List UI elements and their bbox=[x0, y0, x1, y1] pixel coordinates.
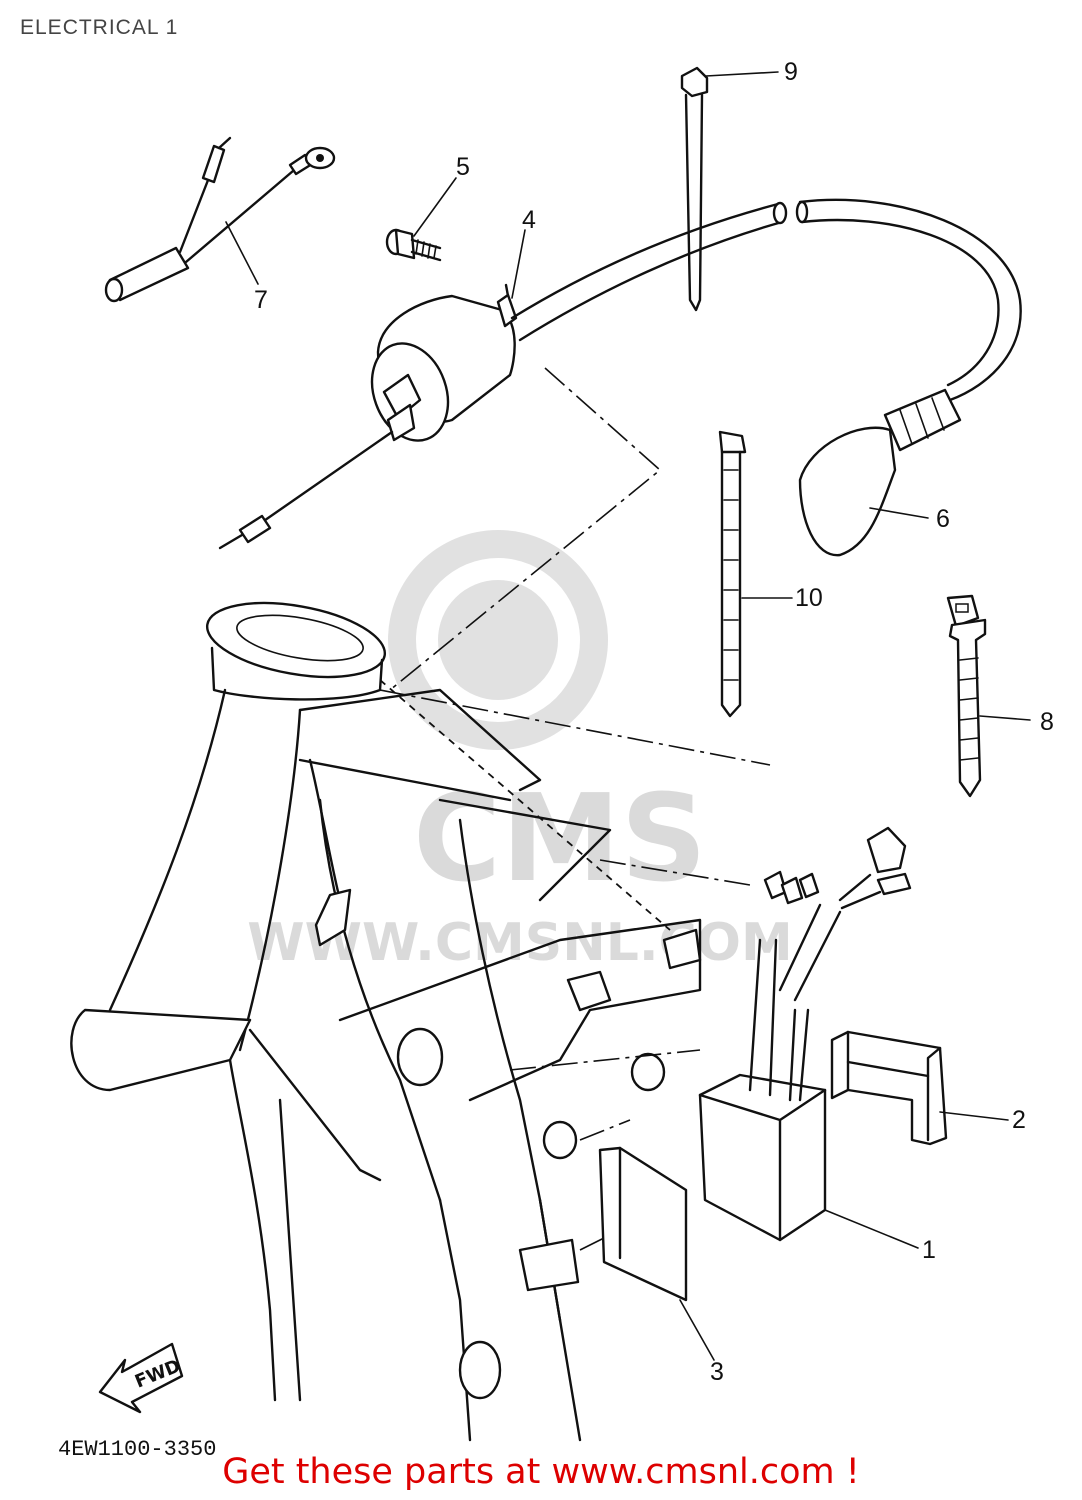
page-title: ELECTRICAL 1 bbox=[20, 16, 179, 39]
part-10-cable-tie bbox=[718, 430, 747, 718]
callout-leaders bbox=[225, 71, 1031, 1361]
cms-watermark: CMS WWW.CMSNL.COM bbox=[247, 530, 793, 973]
callout-10: 10 bbox=[795, 584, 823, 612]
callout-6: 6 bbox=[936, 505, 950, 533]
part-9-cable-tie bbox=[680, 66, 709, 312]
callout-9: 9 bbox=[784, 58, 798, 86]
part-1-cdi-unit bbox=[698, 826, 912, 1242]
callout-2: 2 bbox=[1012, 1106, 1026, 1134]
callout-5: 5 bbox=[456, 153, 470, 181]
fwd-arrow-icon: FWD bbox=[98, 1342, 184, 1414]
frame bbox=[70, 601, 702, 1442]
part-8-strap-band bbox=[946, 594, 987, 798]
assembly-lines bbox=[379, 367, 771, 1251]
part-3-plate bbox=[598, 1146, 688, 1302]
part-4-ignition-coil bbox=[218, 283, 518, 550]
footer-link[interactable]: Get these parts at www.cmsnl.com ! bbox=[222, 1452, 860, 1492]
callout-4: 4 bbox=[522, 206, 536, 234]
part-7-wire-lead bbox=[104, 136, 336, 303]
callout-1: 1 bbox=[922, 1236, 936, 1264]
plug-cable bbox=[510, 198, 1022, 402]
part-2-bracket bbox=[830, 1030, 948, 1146]
part-6-plug-cap bbox=[798, 388, 962, 557]
part-code: 4EW1100-3350 bbox=[58, 1437, 216, 1462]
callout-8: 8 bbox=[1040, 708, 1054, 736]
callout-7: 7 bbox=[254, 286, 268, 314]
part-5-bolt bbox=[385, 228, 442, 262]
callout-3: 3 bbox=[710, 1358, 724, 1386]
